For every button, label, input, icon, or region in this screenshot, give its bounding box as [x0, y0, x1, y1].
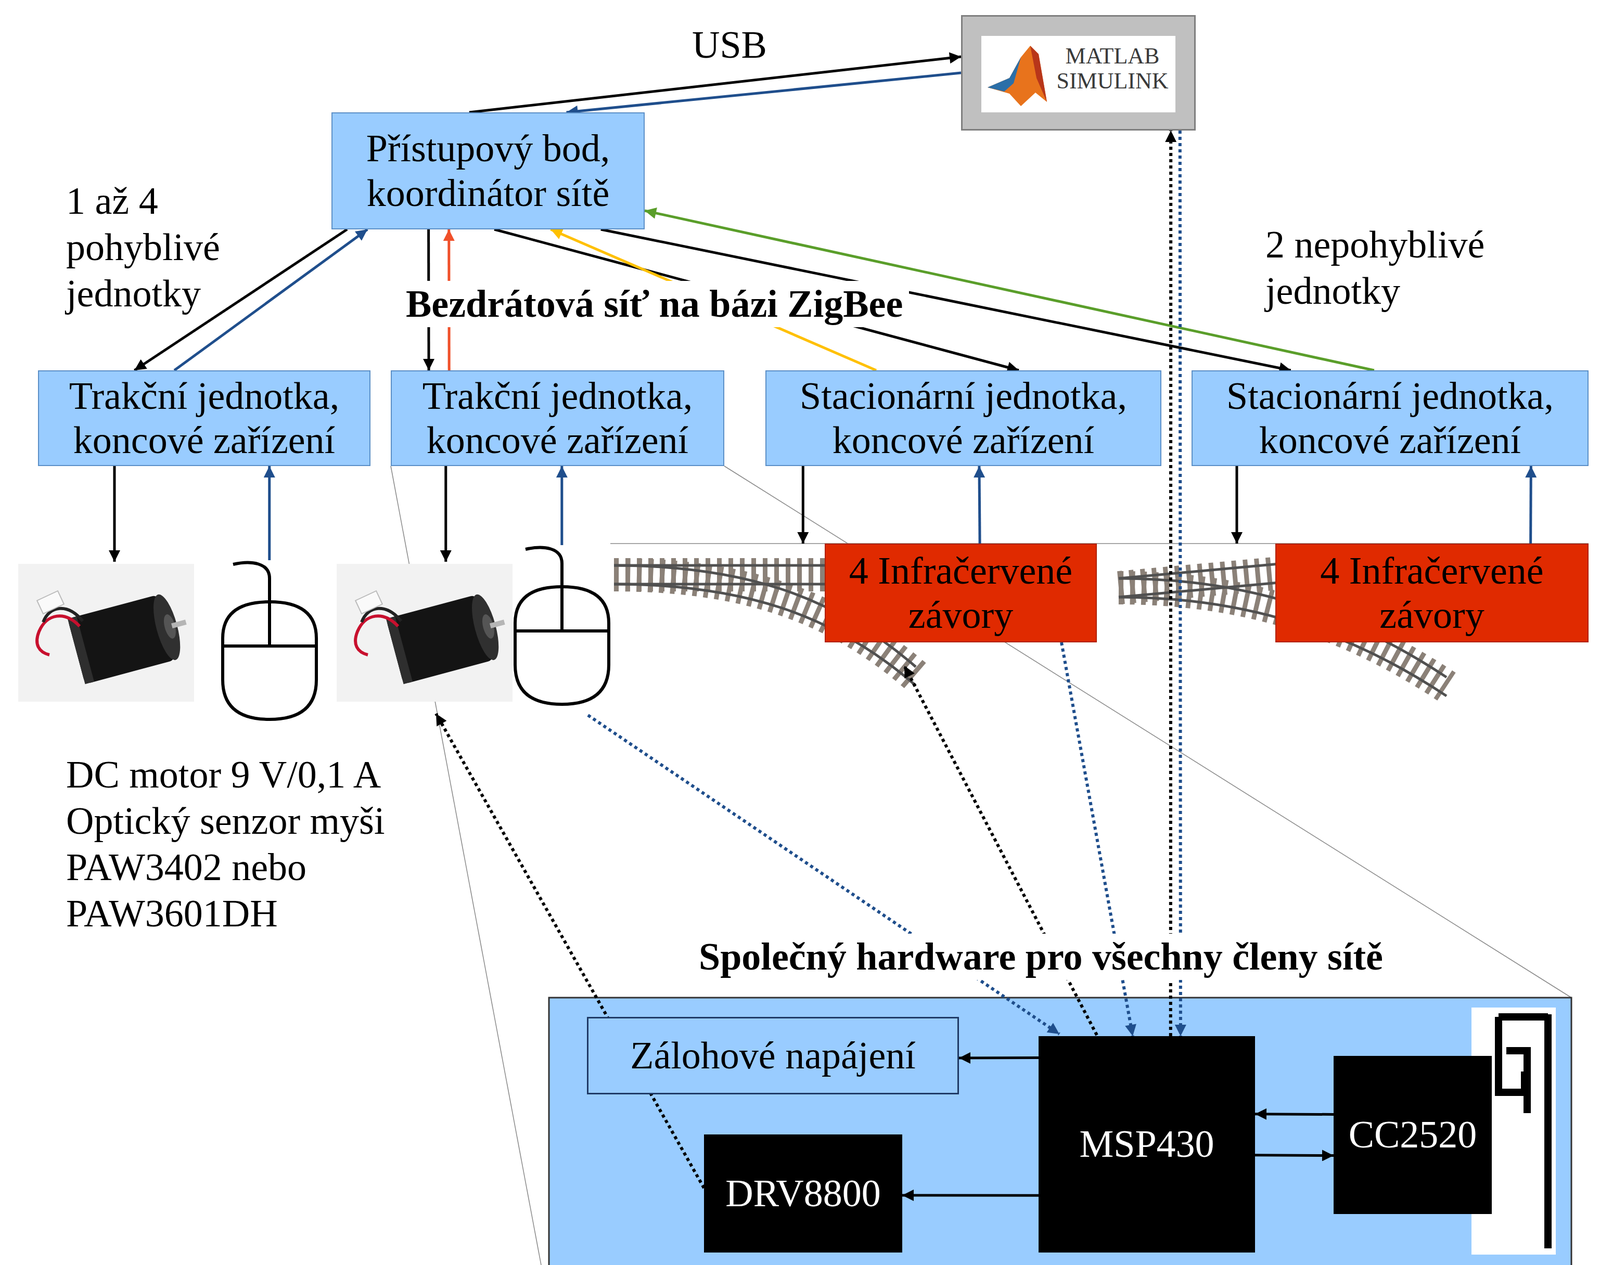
sensor-box: 4 Infračervené závory: [1275, 543, 1589, 643]
matlab-logo: [1030, 45, 1047, 102]
sensor-box: 4 Infračervené závory: [824, 543, 1097, 643]
coordinator-box: Přístupový bod, koordinátor sítě: [331, 112, 645, 230]
device-arrow: [444, 466, 447, 562]
box-label: Stacionární jednotka, koncové zařízení: [1199, 374, 1581, 463]
box-label: Zálohové napájení: [630, 1033, 916, 1079]
chip-box: DRV8800: [704, 1134, 903, 1253]
hardware-frame: Zálohové napájeníDRV8800MSP430CC2520Spol…: [548, 997, 1572, 1265]
stationary-unit-box: Stacionární jednotka, koncové zařízení: [765, 370, 1162, 467]
frame-heading: Společný hardware pro všechny členy sítě: [691, 933, 1391, 981]
box-label: DRV8800: [725, 1171, 881, 1216]
antenna-symbol: [1498, 1014, 1548, 1249]
dotted-link: [587, 715, 1060, 1035]
matlab-logo: [987, 57, 1021, 92]
dotted-link: [436, 713, 704, 1189]
box-label: CC2520: [1348, 1112, 1478, 1158]
connector: [1180, 130, 1181, 1037]
device-arrow: [801, 466, 805, 544]
box-label: MATLAB SIMULINK: [1052, 43, 1173, 95]
device-arrow: [1235, 466, 1238, 544]
chip-box: CC2520: [1333, 1056, 1492, 1215]
device-arrow: [112, 466, 116, 562]
box-label: MSP430: [1079, 1122, 1214, 1167]
dotted-link: [436, 666, 1097, 1189]
traction-unit-box: Trakční jednotka, koncové zařízení: [37, 370, 371, 467]
box-label: 4 Infračervené závory: [832, 548, 1090, 638]
connector: [566, 72, 962, 113]
annotation-label: Bezdrátová síť na bázi ZigBee: [399, 280, 910, 328]
box-label: 4 Infračervené závory: [1282, 548, 1582, 638]
device-arrow: [267, 466, 271, 561]
box-label: Stacionární jednotka, koncové zařízení: [773, 374, 1154, 463]
matlab-logo: [987, 45, 1047, 107]
box-label: Trakční jednotka, koncové zařízení: [399, 374, 716, 463]
connector: [1255, 1112, 1334, 1117]
annotation-label: USB: [692, 21, 767, 69]
stationary-unit-box: Stacionární jednotka, koncové zařízení: [1191, 370, 1589, 467]
connector: [1169, 130, 1173, 1037]
connector: [1255, 1154, 1334, 1158]
annotation-label: 2 nepohyblivé jednotky: [1265, 221, 1505, 315]
motor-picture: [18, 564, 195, 702]
chip-box: MSP430: [1038, 1036, 1256, 1253]
connector: [1529, 466, 1533, 544]
mouse-symbol: [222, 562, 317, 720]
power-box: Zálohové napájení: [586, 1017, 959, 1095]
software-frame: [961, 15, 1196, 131]
motor-picture: [336, 564, 514, 702]
annotation-label: Optický senzor myši PAW3402 nebo PAW3601…: [66, 798, 410, 937]
software-box: MATLAB SIMULINK: [961, 15, 1196, 131]
connector: [958, 1056, 1039, 1060]
connector: [979, 466, 980, 544]
mouse-symbol: [515, 547, 609, 705]
box-label: Přístupový bod, koordinátor sítě: [339, 126, 637, 215]
annotation-label: DC motor 9 V/0,1 A: [66, 751, 381, 799]
box-label: Trakční jednotka, koncové zařízení: [46, 374, 363, 463]
hardware-panel: [548, 997, 1572, 1265]
annotation-label: 1 až 4 pohyblivé jednotky: [66, 177, 254, 317]
software-frame: [961, 15, 1196, 131]
connector: [902, 1194, 1039, 1197]
software-frame: [981, 35, 1176, 113]
device-arrow: [560, 466, 563, 546]
traction-unit-box: Trakční jednotka, koncové zařízení: [390, 370, 725, 467]
track-switch: [1118, 562, 1291, 579]
matlab-logo: [987, 45, 1047, 107]
